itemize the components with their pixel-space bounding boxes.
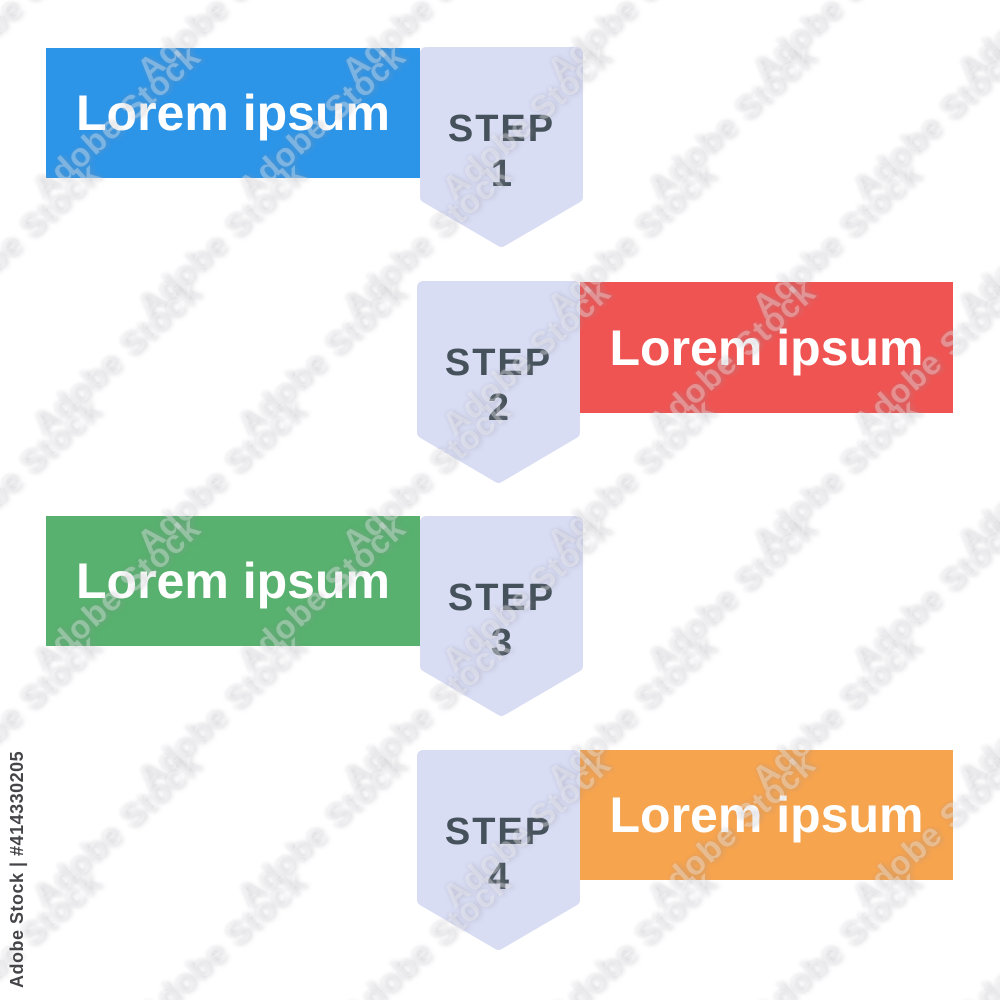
adobe-stock-watermark-tile: Adobe Stock — [639, 508, 823, 679]
adobe-stock-watermark-tile: Adobe Stock — [24, 272, 208, 443]
step-3-label: Lorem ipsum — [76, 553, 390, 609]
adobe-stock-watermark-tile: Adobe Stock — [949, 391, 1000, 561]
step-2-label-bar: Lorem ipsum — [580, 282, 953, 413]
step-4-word: STEP — [444, 811, 553, 853]
chevron-down-shape — [417, 281, 580, 483]
step-2-caption: STEP 2 — [417, 281, 580, 483]
adobe-stock-watermark-tile: Adobe Stock — [949, 627, 1000, 797]
step-3-label-bar: Lorem ipsum — [46, 516, 420, 646]
adobe-stock-watermark-tile: Adobe Stock — [949, 863, 1000, 1000]
step-2-chevron: STEP 2 — [417, 281, 580, 483]
adobe-stock-watermark-tile: Adobe Stock — [744, 0, 928, 89]
step-2-label: Lorem ipsum — [609, 319, 924, 376]
step-1-chevron: STEP 1 — [420, 47, 583, 247]
adobe-stock-watermark-tile: Adobe Stock — [229, 744, 413, 915]
step-1-label: Lorem ipsum — [76, 85, 390, 141]
adobe-stock-watermark-tile: Adobe Stock — [129, 626, 313, 797]
stock-credit-watermark: Adobe Stock | #414330205 — [7, 750, 27, 988]
adobe-stock-watermark-tile: Adobe Stock — [639, 36, 823, 207]
chevron-down-shape — [420, 47, 583, 247]
adobe-stock-watermark-tile: Adobe Stock — [844, 508, 1000, 679]
step-4-label: Lorem ipsum — [609, 787, 924, 843]
step-3-chevron: STEP 3 — [420, 516, 583, 716]
step-4-caption: STEP 4 — [417, 750, 580, 950]
step-2-number: 2 — [487, 387, 510, 429]
adobe-stock-watermark-tile: Adobe Stock — [949, 0, 1000, 89]
adobe-stock-watermark-tile: Adobe Stock — [949, 155, 1000, 325]
adobe-stock-watermark-tile: Adobe Stock — [844, 36, 1000, 207]
step-1-word: STEP — [447, 108, 556, 150]
step-3-caption: STEP 3 — [420, 516, 583, 716]
step-4-label-bar: Lorem ipsum — [580, 750, 953, 880]
step-3-number: 3 — [490, 622, 513, 664]
step-4-chevron: STEP 4 — [417, 750, 580, 950]
step-4-number: 4 — [487, 856, 510, 898]
adobe-stock-watermark-tile: Adobe Stock — [229, 272, 413, 443]
step-1-caption: STEP 1 — [420, 47, 583, 247]
adobe-stock-watermark-tile: Adobe Stock — [129, 154, 313, 325]
adobe-stock-watermark-tile: Adobe Stock — [744, 390, 928, 561]
chevron-down-shape — [420, 516, 583, 716]
adobe-stock-watermark-tile: Adobe Stock — [24, 744, 208, 915]
adobe-stock-watermark-tile: Adobe Stock — [0, 154, 108, 325]
step-3-word: STEP — [447, 577, 556, 619]
adobe-stock-watermark-tile: Adobe Stock — [744, 862, 928, 1000]
chevron-down-shape — [417, 750, 580, 950]
step-2-word: STEP — [444, 342, 553, 384]
step-1-label-bar: Lorem ipsum — [46, 48, 420, 178]
step-1-number: 1 — [490, 153, 513, 195]
adobe-stock-watermark-tile: Adobe Stock — [129, 862, 313, 1000]
